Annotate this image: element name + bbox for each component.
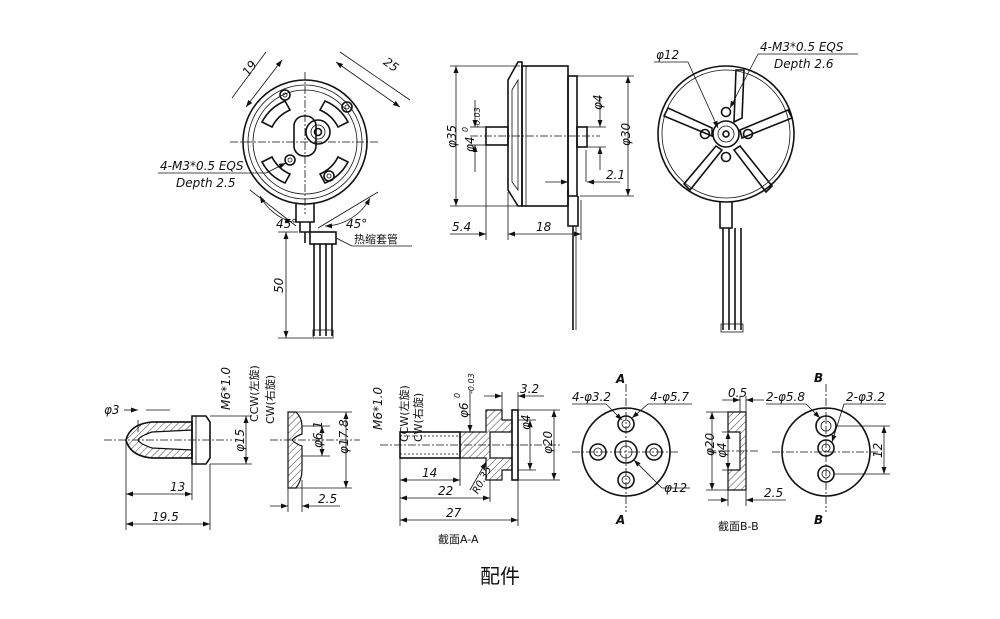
dia-shaft-tol-lower: -0.03 <box>473 107 482 128</box>
washer-dia-6-1: φ6.1 <box>311 421 325 448</box>
rear-hole-depth: Depth 2.6 <box>774 57 834 71</box>
prop-nut: φ3 M6*1.0 CCW(左旋) CW(右旋) φ15 13 19.5 <box>104 365 277 530</box>
mount-b-front: B B 2-φ5.8 2-φ3.2 12 <box>766 371 890 527</box>
front-hole-spec: 4-M3*0.5 EQS <box>160 159 244 173</box>
angle-right: 45° <box>346 217 367 231</box>
nut-cw: CW(右旋) <box>263 375 277 424</box>
dim-25: 25 <box>381 55 402 75</box>
mount-a-marker-top: A <box>615 372 625 386</box>
dim-18: 18 <box>536 220 552 234</box>
adapter-thread: M6*1.0 <box>371 387 385 430</box>
nut-ccw: CCW(左旋) <box>247 365 261 422</box>
mount-a-holes-large: 4-φ5.7 <box>650 390 689 404</box>
adapter-bore: φ6 <box>457 402 471 418</box>
side-view: φ35 φ4 0 -0.03 φ4 φ30 2.1 5.4 18 <box>445 61 634 330</box>
mount-a-dia-12: φ12 <box>664 481 687 495</box>
nut-dia-15: φ15 <box>233 429 247 452</box>
mount-b-dia-20: φ20 <box>703 432 717 456</box>
rear-hole-spec: 4-M3*0.5 EQS <box>760 40 844 54</box>
front-view: 19 25 4-M3*0.5 EQS Depth 2.5 45° 45° 热缩套… <box>158 51 412 339</box>
page-caption: 配件 <box>480 564 520 588</box>
dia-4: φ4 <box>591 94 605 110</box>
mount-b-dim-12: 12 <box>871 443 885 458</box>
adapter-bore-tol-lower: -0.03 <box>467 373 476 394</box>
adapter-dia-20: φ20 <box>541 430 555 454</box>
adapter-dim-22: 22 <box>438 484 453 498</box>
adapter-dim-14: 14 <box>422 466 437 480</box>
nut-thread: M6*1.0 <box>219 367 233 410</box>
dia-35: φ35 <box>445 125 459 148</box>
rear-dia-12: φ12 <box>656 48 679 62</box>
section-a-label: 截面A-A <box>438 532 479 546</box>
mount-b-marker-bottom: B <box>814 513 823 527</box>
nut-dia-3: φ3 <box>104 403 120 417</box>
angle-left: 45° <box>276 217 297 231</box>
adapter-bore-tol-upper: 0 <box>453 393 462 398</box>
dim-2-1: 2.1 <box>606 168 625 182</box>
mount-b-dim-2-5: 2.5 <box>764 486 783 500</box>
nut-dim-13: 13 <box>170 480 185 494</box>
mount-a: A A 4-φ3.2 4-φ5.7 φ12 <box>572 372 692 527</box>
mount-a-holes-small: 4-φ3.2 <box>572 390 611 404</box>
prop-adapter: M6*1.0 CCW(左旋) CW(右旋) φ6 0 -0.03 3.2 φ4 … <box>371 373 560 546</box>
adapter-dim-3-2: 3.2 <box>520 382 539 396</box>
nut-dim-19-5: 19.5 <box>152 510 179 524</box>
mount-b-side: 0.5 φ20 φ4 2.5 截面B-B <box>703 386 786 533</box>
washer: φ6.1 φ17.8 2.5 <box>270 411 360 512</box>
mount-b-dim-0-5: 0.5 <box>728 386 747 400</box>
mount-a-marker-bottom: A <box>615 513 625 527</box>
mount-b-dia-4: φ4 <box>715 442 729 458</box>
adapter-ccw: CCW(左旋) <box>397 385 411 442</box>
front-hole-depth: Depth 2.5 <box>176 176 235 190</box>
adapter-dim-27: 27 <box>446 506 462 520</box>
rear-view: φ12 4-M3*0.5 EQS Depth 2.6 <box>654 40 858 333</box>
lead-length: 50 <box>272 277 286 293</box>
section-b-label: 截面B-B <box>718 519 759 533</box>
adapter-dia-4: φ4 <box>519 414 533 430</box>
dia-30: φ30 <box>619 122 633 146</box>
sleeve-label: 热缩套管 <box>354 232 398 246</box>
dim-5-4: 5.4 <box>452 220 471 234</box>
dim-19: 19 <box>240 58 260 79</box>
mount-b-holes-small: 2-φ3.2 <box>846 390 885 404</box>
mount-b-marker-top: B <box>814 371 823 385</box>
washer-dia-17-8: φ17.8 <box>337 419 351 454</box>
washer-dim-2-5: 2.5 <box>318 492 337 506</box>
adapter-cw: CW(右旋) <box>411 393 425 442</box>
dia-shaft: φ4 <box>463 136 477 152</box>
mount-b-holes-large: 2-φ5.8 <box>766 390 805 404</box>
dia-shaft-tol-upper: 0 <box>461 127 470 132</box>
